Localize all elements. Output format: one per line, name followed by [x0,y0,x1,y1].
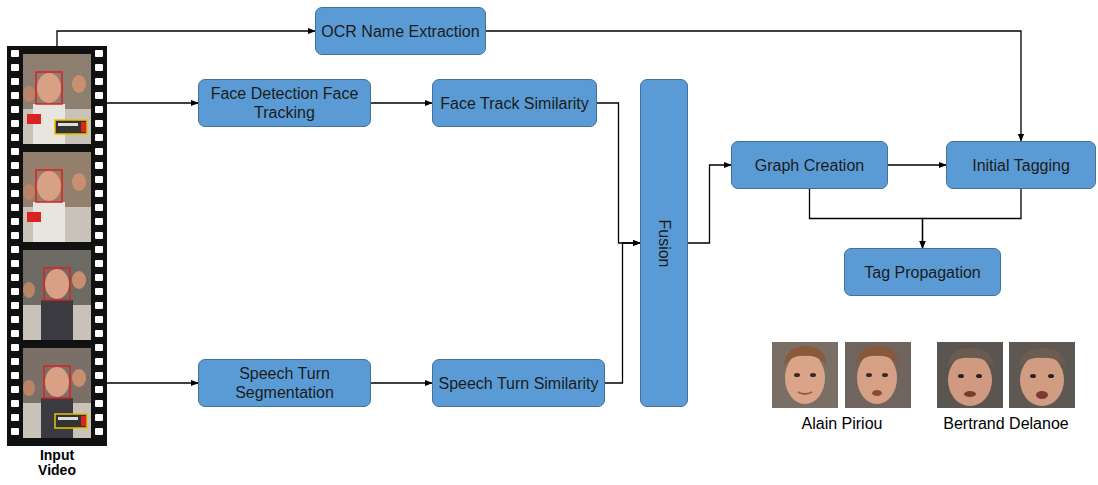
process-box: Tag Propagation [844,248,1001,296]
box-label: Initial Tagging [972,156,1070,175]
person-name: Alain Piriou [802,414,883,433]
process-box: OCR Name Extraction [315,7,486,55]
box-label: Speech Turn Similarity [438,374,598,393]
process-box: Speech Turn Segmentation [198,359,371,407]
flow-arrow [923,189,1022,248]
process-box: Initial Tagging [946,141,1096,189]
flow-arrow [57,31,315,46]
process-box: Speech Turn Similarity [432,359,605,407]
box-label: Face Detection Face Tracking [199,84,370,122]
flow-arrow [371,102,432,103]
rotated-wrapper: Fusion [655,219,674,267]
box-label: Graph Creation [755,156,864,175]
input-label: Input Video [27,448,87,478]
box-label: OCR Name Extraction [321,22,479,41]
video-film-strip: Input Video [7,46,107,446]
face-thumbnail [937,342,1003,408]
flow-arrow [107,102,198,103]
flow-arrow [688,165,731,243]
box-label: Speech Turn Segmentation [199,364,370,402]
flow-arrow [810,189,923,248]
process-box: Graph Creation [731,141,888,189]
face-thumbnail [772,342,838,408]
flow-arrow [371,382,432,383]
film-strip [7,46,107,446]
flow-arrow [888,164,946,165]
box-label: Face Track Similarity [440,94,588,113]
box-label: Tag Propagation [864,263,981,282]
flow-arrow [605,243,640,383]
face-thumbnail [845,342,911,408]
flow-arrow [597,103,640,243]
process-box: Face Detection Face Tracking [198,79,371,127]
flow-arrow [107,382,198,383]
fusion-bar: Fusion [640,79,688,407]
box-label: Fusion [655,219,674,267]
person-name: Bertrand Delanoe [943,414,1068,433]
face-thumbnail [1009,342,1075,408]
process-box: Face Track Similarity [432,79,597,127]
